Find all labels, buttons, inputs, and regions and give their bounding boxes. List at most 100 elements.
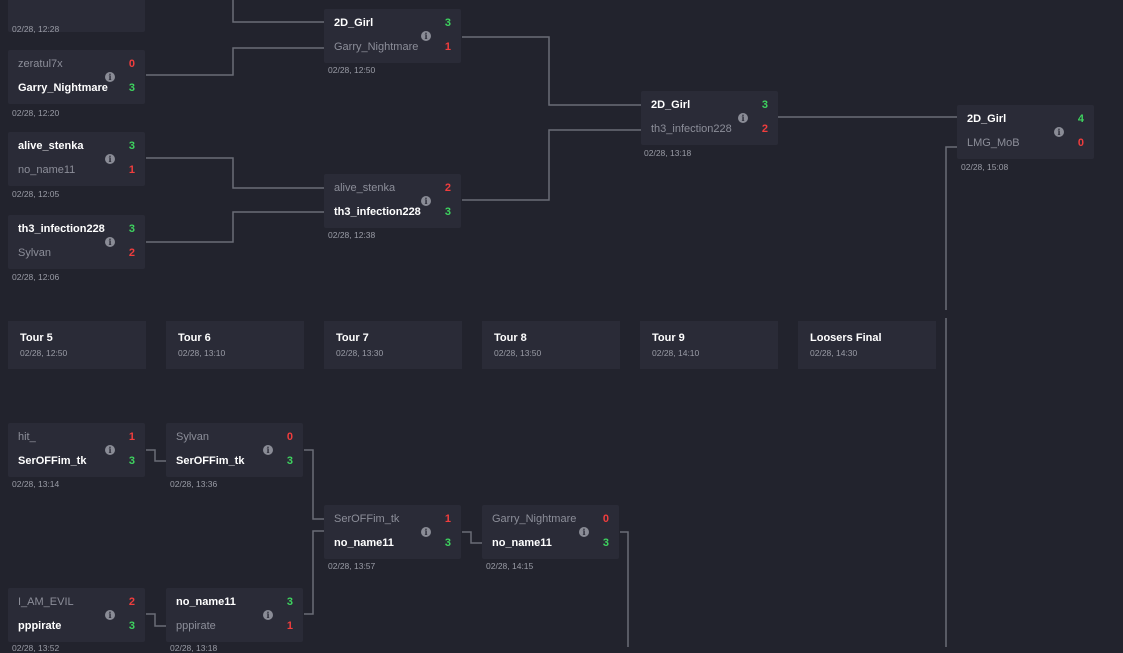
player-score: 2 [128,596,135,608]
player-name: no_name11 [18,164,76,176]
player-name: LMG_MoB [967,137,1020,149]
player-name: pppirate [18,620,62,632]
match-time: 02/28, 13:36 [170,479,218,489]
tour-title: Tour 8 [494,332,527,344]
player-name: I_AM_EVIL [18,596,74,608]
player-name: no_name11 [492,537,552,549]
match-card[interactable]: post_yuri 1 [8,0,145,32]
info-icon[interactable]: i [105,72,115,82]
player-score: 1 [444,513,451,525]
match-time: 02/28, 13:57 [328,561,376,571]
player-row: pppirate 1 [176,617,293,635]
connector-line [620,531,629,647]
tour-title: Loosers Final [810,332,882,344]
player-name: no_name11 [176,596,236,608]
info-icon[interactable]: i [421,527,431,537]
match-card[interactable]: I_AM_EVIL 2 pppirate 3 i [8,588,145,642]
player-name: pppirate [176,620,216,632]
info-icon[interactable]: i [105,154,115,164]
player-name: Sylvan [176,431,210,443]
player-name: 2D_Girl [334,17,374,29]
player-score: 4 [1077,113,1084,125]
player-row: Sylvan 2 [18,244,135,262]
player-score: 3 [444,206,451,218]
connector-line [462,129,641,201]
tour-title: Tour 7 [336,332,369,344]
player-score: 1 [128,431,135,443]
info-icon[interactable]: i [1054,127,1064,137]
tour-header-loosers-final[interactable]: Loosers Final 02/28, 14:30 [798,321,936,369]
info-icon[interactable]: i [263,610,273,620]
player-score: 3 [761,99,768,111]
tour-title: Tour 5 [20,332,53,344]
player-name: Sylvan [18,247,52,259]
match-time: 02/28, 13:14 [12,479,60,489]
player-row: hit_1 [18,428,135,446]
tour-time: 02/28, 13:30 [336,348,384,358]
player-score: 3 [128,140,135,152]
tour-time: 02/28, 14:30 [810,348,858,358]
player-score: 1 [121,0,135,1]
info-icon[interactable]: i [421,196,431,206]
match-time: 02/28, 12:50 [328,65,376,75]
player-name: post_yuri [18,0,63,1]
player-score: 3 [128,620,135,632]
connector-line [462,531,482,544]
player-score: 0 [286,431,293,443]
player-score: 1 [286,620,293,632]
info-icon[interactable]: i [738,113,748,123]
tour-header-9[interactable]: Tour 9 02/28, 14:10 [640,321,778,369]
player-row: Sylvan 0 [176,428,293,446]
tour-title: Tour 9 [652,332,685,344]
connector-line [146,449,166,462]
connector-line [304,530,324,615]
info-icon[interactable]: i [105,610,115,620]
player-row: SerOFFim_tk 1 [334,510,451,528]
player-name: SerOFFim_tk [334,513,400,525]
player-score: 3 [286,596,293,608]
match-time: 02/28, 12:38 [328,230,376,240]
player-name: th3_infection228 [334,206,421,218]
player-name: Garry_Nightmare [18,82,108,94]
player-name: th3_infection228 [651,123,732,135]
player-row: post_yuri 1 [18,0,135,1]
tour-time: 02/28, 14:10 [652,348,700,358]
info-icon[interactable]: i [579,527,589,537]
info-icon[interactable]: i [263,445,273,455]
player-score: 2 [128,247,135,259]
info-icon[interactable]: i [105,445,115,455]
player-score: 3 [444,537,451,549]
match-card[interactable]: no_name11 3 pppirate 1 i [166,588,303,642]
match-time: 02/28, 12:20 [12,108,60,118]
match-time: 02/28, 14:15 [486,561,534,571]
match-time: 02/28, 13:18 [170,643,218,653]
tour-header-7[interactable]: Tour 7 02/28, 13:30 [324,321,462,369]
player-row: pppirate 3 [18,617,135,635]
info-icon[interactable]: i [105,237,115,247]
info-icon[interactable]: i [421,31,431,41]
